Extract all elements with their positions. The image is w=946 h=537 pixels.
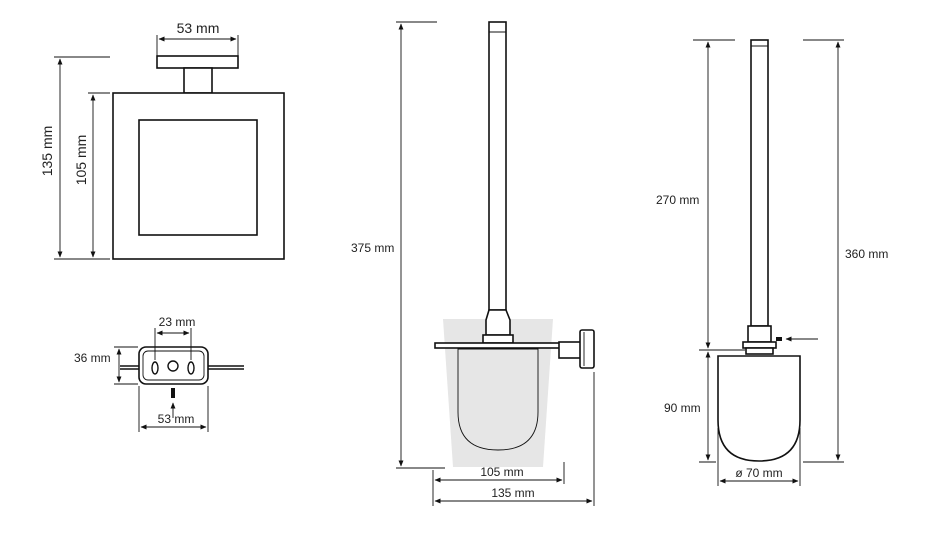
brush-collar [747,325,772,343]
mount-plate-view: 23 mm 36 mm 53 mm [74,315,244,432]
holder-frame-inner [138,119,258,236]
dim-inner-height: 105 mm [73,135,89,186]
dim-total-height: 375 mm [351,241,394,255]
dim-total-depth: 135 mm [491,486,534,500]
dim-head-diameter: ø 70 mm [735,466,782,480]
dim-head-height: 90 mm [664,401,701,415]
set-screw-icon [776,337,782,341]
dim-total-length: 360 mm [845,247,888,261]
bracket-arm [558,341,582,359]
dim-top-width: 53 mm [177,20,220,36]
brush-view: 270 mm 360 mm 90 mm ø 70 mm [656,39,888,486]
dim-plate-height: 36 mm [74,351,111,365]
mount-plate [138,346,209,385]
brush-head [717,355,801,462]
dim-plate-width: 53 mm [158,412,195,426]
brush-handle [488,21,507,311]
screw-icon [171,388,175,398]
dim-handle-length: 270 mm [656,193,699,207]
center-hole [167,360,179,372]
dim-outer-height: 135 mm [39,126,55,177]
screw-hole-left [151,361,159,375]
brush-head-outline [457,348,539,451]
handle-collar [485,309,511,336]
glass-cup [443,319,553,467]
wall-plate [156,55,239,69]
front-view: 53 mm 135 mm 105 mm [39,20,285,260]
holder-neck [183,67,213,94]
brush-stick [750,39,769,327]
side-view: 375 mm 105 mm 135 mm [351,21,595,506]
dim-glass-width: 105 mm [480,465,523,479]
shelf-bar [434,342,563,349]
dim-hole-spacing: 23 mm [159,315,196,329]
bracket-wall-plate [579,329,595,369]
screw-hole-right [187,361,195,375]
